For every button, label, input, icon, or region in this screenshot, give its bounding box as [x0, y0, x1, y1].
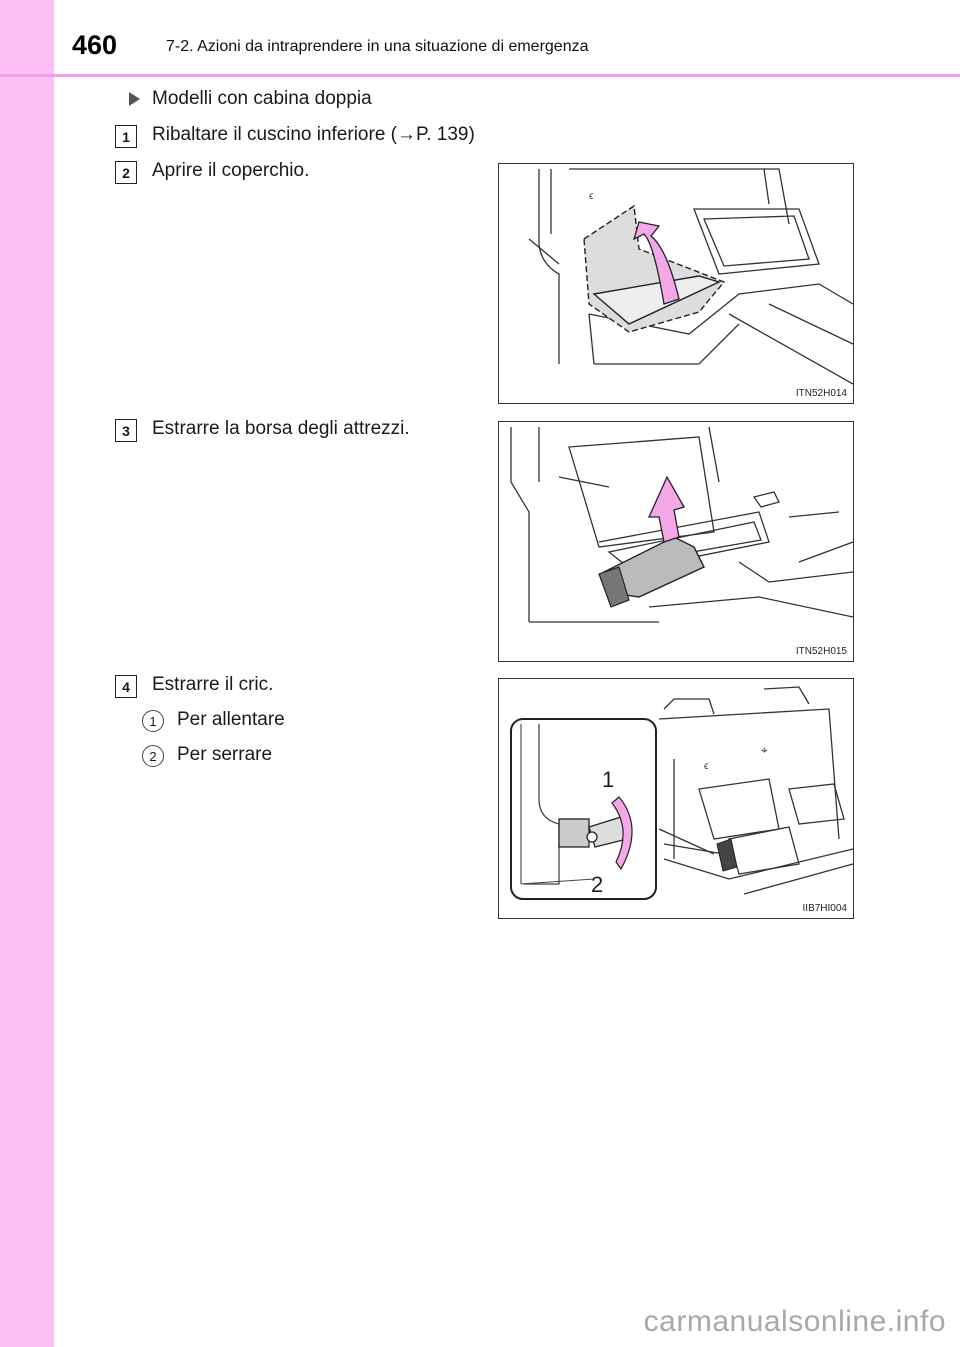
substep-text: Per allentare — [177, 709, 285, 730]
substep-text: Per serrare — [177, 744, 273, 765]
svg-text:ϵ: ϵ — [704, 761, 709, 772]
figure-code: ITN52H015 — [795, 646, 847, 657]
figure-open-cover: ϵ ITN52H014 — [498, 163, 854, 404]
svg-text:ϵ: ϵ — [589, 191, 594, 202]
step-text: Ribaltare il cuscino inferiore (→P. 139) — [152, 124, 475, 145]
step-text: Aprire il coperchio. — [152, 160, 310, 181]
figure-jack: ϵ ⌖ 1 2 IIB7HI004 — [498, 678, 854, 919]
triangle-bullet-icon — [129, 92, 140, 106]
page-number: 460 — [72, 30, 118, 60]
figure-tool-bag: ITN52H015 — [498, 421, 854, 662]
step-number-badge: 4 — [115, 675, 137, 698]
section-title: Modelli con cabina doppia — [152, 88, 372, 109]
figure-code: ITN52H014 — [795, 388, 847, 399]
substep-number-circle: 2 — [142, 745, 164, 767]
step-text: Estrarre il cric. — [152, 674, 274, 695]
step-number-badge: 2 — [115, 161, 137, 184]
step-text: Estrarre la borsa degli attrezzi. — [152, 418, 410, 439]
callout-2-label: 2 — [591, 872, 603, 897]
jack-illustration: ϵ ⌖ 1 2 — [510, 686, 853, 900]
tool-bag-illustration — [510, 426, 853, 623]
substep-number-circle: 1 — [142, 710, 164, 732]
open-cover-illustration: ϵ — [528, 168, 853, 385]
step-number-badge: 3 — [115, 419, 137, 442]
figure-code: IIB7HI004 — [802, 903, 847, 914]
step-number-badge: 1 — [115, 125, 137, 148]
svg-text:⌖: ⌖ — [761, 743, 768, 757]
page-header: 460 7-2. Azioni da intraprendere in una … — [0, 0, 960, 77]
callout-1-label: 1 — [602, 767, 614, 792]
chapter-title: 7-2. Azioni da intraprendere in una situ… — [166, 38, 589, 55]
side-margin-band — [0, 0, 54, 1347]
watermark-text: carmanualsonline.info — [643, 1305, 946, 1338]
